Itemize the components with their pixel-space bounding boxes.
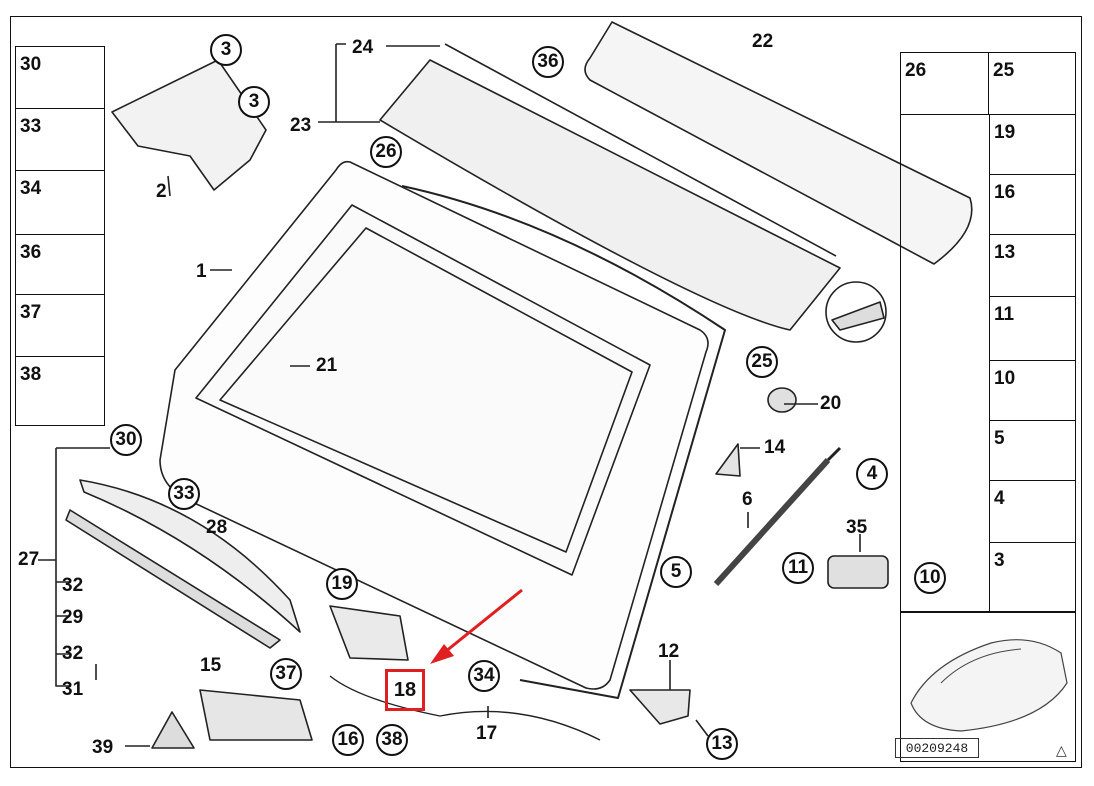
- spoiler: [584, 21, 973, 265]
- callout-26: 26: [370, 136, 402, 168]
- highlight-arrow: [439, 588, 523, 658]
- callout-3a: 3: [210, 34, 242, 66]
- right-cell-19: 19: [989, 115, 1075, 175]
- right-cell-26: 26: [901, 53, 989, 115]
- callout-29: 29: [62, 607, 84, 628]
- handle-bracket: [329, 605, 409, 661]
- right-cell-4: 4: [989, 481, 1075, 543]
- callout-1: 1: [196, 261, 207, 282]
- bushing-35: [827, 555, 889, 589]
- diagram-frame: [10, 16, 1082, 768]
- document-number: 00209248: [895, 738, 979, 758]
- callout-37: 37: [270, 658, 302, 690]
- callout-38: 38: [376, 724, 408, 756]
- callout-36: 36: [532, 46, 564, 78]
- bracket-12: [629, 689, 691, 725]
- vehicle-thumbnail: [900, 612, 1076, 762]
- cable-17: [329, 675, 601, 741]
- left-row-30: 30: [16, 47, 104, 109]
- callout-30: 30: [110, 424, 142, 456]
- callout-27: 27: [18, 549, 40, 570]
- callout-25: 25: [746, 346, 778, 378]
- warning-triangle: [151, 711, 195, 749]
- left-row-38: 38: [20, 364, 42, 385]
- rear-window: [195, 204, 651, 576]
- callout-24: 24: [352, 37, 374, 58]
- left-row-33: 33: [16, 109, 104, 171]
- callout-19: 19: [326, 568, 358, 600]
- callout-32a: 32: [62, 575, 84, 596]
- callout-20: 20: [820, 393, 842, 414]
- callout-2: 2: [156, 181, 167, 202]
- callout-15: 15: [200, 655, 222, 676]
- left-row-34: 34: [16, 171, 104, 235]
- callout-21: 21: [316, 355, 338, 376]
- callout-3b: 3: [238, 86, 270, 118]
- callout-33: 33: [168, 478, 200, 510]
- car-silhouette-icon: [910, 639, 1068, 732]
- triangle-mark-icon: △: [1056, 742, 1067, 758]
- callout-14: 14: [764, 437, 786, 458]
- highlighted-part-18[interactable]: 18: [385, 669, 425, 711]
- left-row-37: 37: [16, 295, 104, 357]
- callout-35: 35: [846, 517, 868, 538]
- callout-4: 4: [856, 458, 888, 490]
- callout-39: 39: [92, 737, 114, 758]
- callout-17: 17: [476, 723, 498, 744]
- callout-11: 11: [782, 552, 814, 584]
- callout-31: 31: [62, 679, 84, 700]
- left-row-36: 36: [16, 235, 104, 295]
- upper-trim: [379, 59, 841, 331]
- right-cell-16: 16: [989, 175, 1075, 235]
- hinge: [111, 59, 267, 191]
- left-parts-table: 30 33 34 36 37 38: [15, 46, 105, 426]
- right-cell-10: 10: [989, 361, 1075, 421]
- callout-23: 23: [290, 115, 312, 136]
- right-cell-3: 3: [989, 543, 1075, 611]
- callout-34: 34: [468, 660, 500, 692]
- callout-22: 22: [752, 31, 774, 52]
- right-parts-table: 26 25 19 16 13 11 10 5 4 3: [900, 52, 1076, 612]
- seal-strip: [401, 185, 726, 699]
- license-trim: [79, 479, 301, 633]
- right-cell-5: 5: [989, 421, 1075, 481]
- right-cell-13: 13: [989, 235, 1075, 297]
- callout-16: 16: [332, 724, 364, 756]
- callout-32b: 32: [62, 643, 84, 664]
- right-cell-25: 25: [989, 53, 1075, 115]
- right-cell-11: 11: [989, 297, 1075, 361]
- callout-5: 5: [660, 556, 692, 588]
- lock-assembly: [199, 689, 313, 741]
- callout-12: 12: [658, 641, 680, 662]
- callout-13: 13: [706, 728, 738, 760]
- callout-10: 10: [914, 562, 946, 594]
- callout-6: 6: [742, 489, 753, 510]
- callout-28: 28: [206, 517, 228, 538]
- gas-strut: [713, 457, 831, 587]
